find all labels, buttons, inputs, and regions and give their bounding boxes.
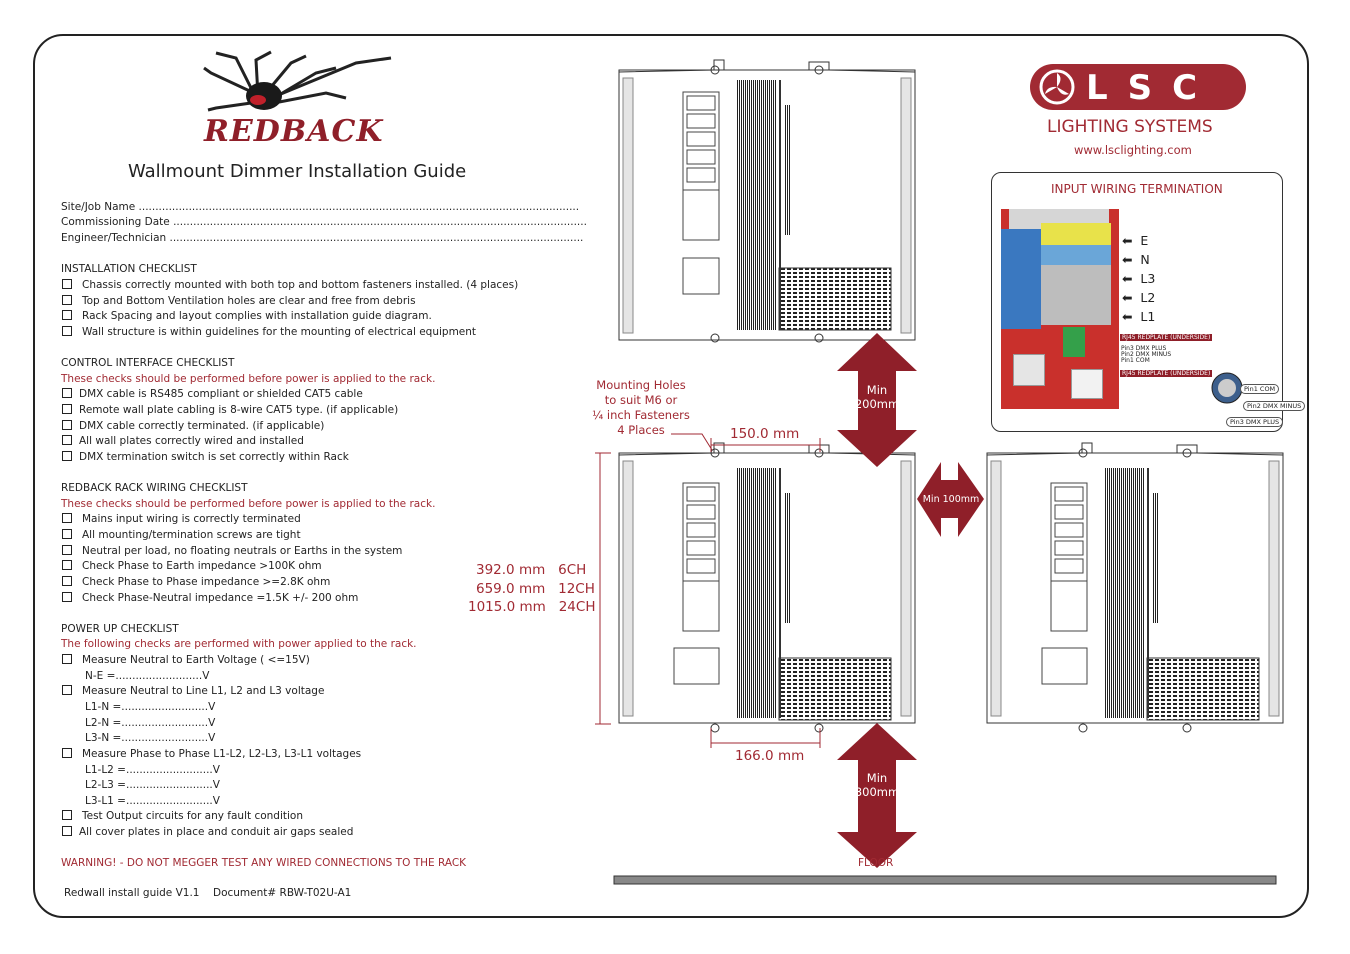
min-side-label: Min 100mm — [922, 494, 980, 505]
powerup-item[interactable]: Test Output circuits for any fault condi… — [62, 810, 303, 822]
min-top-label: Min 200mm — [854, 383, 900, 411]
control-item[interactable]: DMX cable correctly terminated. (if appl… — [62, 420, 324, 432]
checkbox[interactable] — [62, 685, 72, 695]
xlr-pin2: Pin2 DMX MINUS — [1243, 401, 1306, 411]
installation-title: INSTALLATION CHECKLIST — [61, 263, 197, 275]
min-side-arrow — [917, 462, 984, 537]
terminal-photo — [1001, 209, 1119, 409]
powerup-ne[interactable]: N-E =..........................V — [85, 670, 210, 682]
xlr-pin1: Pin1 COM — [1240, 384, 1280, 394]
powerup-l2n[interactable]: L2-N =..........................V — [85, 717, 216, 729]
powerup-item[interactable]: All cover plates in place and conduit ai… — [62, 826, 353, 838]
checkbox[interactable] — [62, 654, 72, 664]
wiring-item[interactable]: Mains input wiring is correctly terminat… — [62, 513, 301, 525]
mounting-holes-label: Mounting Holes to suit M6 or ¼ inch Fast… — [592, 378, 690, 437]
checkbox[interactable] — [62, 545, 72, 555]
checkbox[interactable] — [62, 748, 72, 758]
powerup-item[interactable]: Measure Neutral to Line L1, L2 and L3 vo… — [62, 685, 324, 697]
redback-logo: REDBACK — [196, 48, 406, 153]
lsc-url[interactable]: www.lsclighting.com — [1074, 143, 1192, 157]
min-top-arrow — [837, 333, 917, 467]
installation-item[interactable]: Rack Spacing and layout complies with in… — [62, 310, 432, 322]
powerup-l1n[interactable]: L1-N =..........................V — [85, 701, 216, 713]
height-24ch: 1015.0 mm 24CH — [468, 599, 596, 615]
checkbox[interactable] — [62, 404, 72, 414]
rj45-bottom-label: RJ45 REDPLATE (UNDERSIDE) — [1120, 370, 1213, 377]
control-item[interactable]: DMX cable is RS485 compliant or shielded… — [62, 388, 363, 400]
floor-bar — [613, 875, 1277, 885]
checkbox[interactable] — [62, 576, 72, 586]
warning-text: WARNING! - DO NOT MEGGER TEST ANY WIRED … — [61, 857, 467, 869]
min-bottom-arrow — [837, 723, 917, 868]
powerup-l3n[interactable]: L3-N =..........................V — [85, 732, 216, 744]
lsc-logo: LSC — [1030, 64, 1246, 110]
wiring-item[interactable]: Check Phase to Phase impedance >=2.8K oh… — [62, 576, 330, 588]
control-item[interactable]: DMX termination switch is set correctly … — [62, 451, 349, 463]
checkbox[interactable] — [62, 560, 72, 570]
fan-icon — [1039, 69, 1075, 105]
powerup-l1l2[interactable]: L1-L2 =..........................V — [85, 764, 220, 776]
checkbox[interactable] — [62, 326, 72, 336]
xlr-pin3: Pin3 DMX PLUS — [1226, 417, 1284, 427]
wiring-item[interactable]: Check Phase-Neutral impedance =1.5K +/- … — [62, 592, 358, 604]
rj45-top-label: RJ45 REDPLATE (UNDERSIDE) — [1120, 334, 1213, 341]
page-title: Wallmount Dimmer Installation Guide — [128, 161, 467, 182]
control-title: CONTROL INTERFACE CHECKLIST — [61, 357, 235, 369]
wiring-item[interactable]: Check Phase to Earth impedance >100K ohm — [62, 560, 322, 572]
powerup-l2l3[interactable]: L2-L3 =..........................V — [85, 779, 220, 791]
info-site-job[interactable]: Site/Job Name ..........................… — [61, 201, 580, 213]
powerup-title: POWER UP CHECKLIST — [61, 623, 179, 635]
checkbox[interactable] — [62, 388, 72, 398]
installation-item[interactable]: Chassis correctly mounted with both top … — [62, 279, 518, 291]
info-engineer[interactable]: Engineer/Technician ....................… — [61, 232, 584, 244]
redback-wordmark: REDBACK — [204, 114, 384, 149]
rack-middle-drawing — [618, 442, 916, 733]
checkbox[interactable] — [62, 592, 72, 602]
powerup-item[interactable]: Measure Phase to Phase L1-L2, L2-L3, L3-… — [62, 748, 361, 760]
installation-item[interactable]: Wall structure is within guidelines for … — [62, 326, 476, 338]
height-12ch: 659.0 mm 12CH — [476, 581, 595, 597]
footer-document: Document# RBW-T02U-A1 — [213, 887, 352, 899]
wiring-title: REDBACK RACK WIRING CHECKLIST — [61, 482, 248, 494]
powerup-note: The following checks are performed with … — [61, 638, 417, 650]
floor-label: FLOOR — [858, 857, 894, 869]
powerup-l3l1[interactable]: L3-L1 =..........................V — [85, 795, 220, 807]
terminal-labels: ⬅ E ⬅ N ⬅ L3 ⬅ L2 ⬅ L1 — [1122, 233, 1156, 324]
top-width-label: 150.0 mm — [730, 426, 800, 442]
spider-icon — [203, 50, 392, 112]
powerup-item[interactable]: Measure Neutral to Earth Voltage ( <=15V… — [62, 654, 310, 666]
lsc-wordmark: LSC — [1086, 68, 1218, 108]
min-bottom-label: Min 300mm — [854, 771, 900, 799]
wiring-item[interactable]: Neutral per load, no floating neutrals o… — [62, 545, 402, 557]
checkbox[interactable] — [62, 810, 72, 820]
rack-top-drawing — [618, 59, 916, 343]
control-item[interactable]: Remote wall plate cabling is 8-wire CAT5… — [62, 404, 398, 416]
control-item[interactable]: All wall plates correctly wired and inst… — [62, 435, 304, 447]
checkbox[interactable] — [62, 513, 72, 523]
checkbox[interactable] — [62, 435, 72, 445]
checkbox[interactable] — [62, 279, 72, 289]
checkbox[interactable] — [62, 295, 72, 305]
input-wiring-title: INPUT WIRING TERMINATION — [1051, 182, 1223, 196]
checkbox[interactable] — [62, 529, 72, 539]
rack-right-drawing — [986, 442, 1284, 733]
lsc-subtitle: LIGHTING SYSTEMS — [1047, 117, 1213, 137]
pin-labels: Pin3 DMX PLUS Pin2 DMX MINUS Pin1 COM — [1121, 345, 1172, 364]
control-note: These checks should be performed before … — [61, 373, 436, 385]
wiring-note: These checks should be performed before … — [61, 498, 436, 510]
footer-version: Redwall install guide V1.1 — [64, 887, 200, 899]
info-commissioning-date[interactable]: Commissioning Date .....................… — [61, 216, 587, 228]
checkbox[interactable] — [62, 826, 72, 836]
bottom-width-label: 166.0 mm — [735, 748, 805, 764]
installation-item[interactable]: Top and Bottom Ventilation holes are cle… — [62, 295, 416, 307]
checkbox[interactable] — [62, 420, 72, 430]
checkbox[interactable] — [62, 451, 72, 461]
page-frame — [33, 34, 1309, 918]
input-wiring-panel — [991, 172, 1283, 432]
wiring-item[interactable]: All mounting/termination screws are tigh… — [62, 529, 301, 541]
height-6ch: 392.0 mm 6CH — [476, 562, 587, 578]
checkbox[interactable] — [62, 310, 72, 320]
